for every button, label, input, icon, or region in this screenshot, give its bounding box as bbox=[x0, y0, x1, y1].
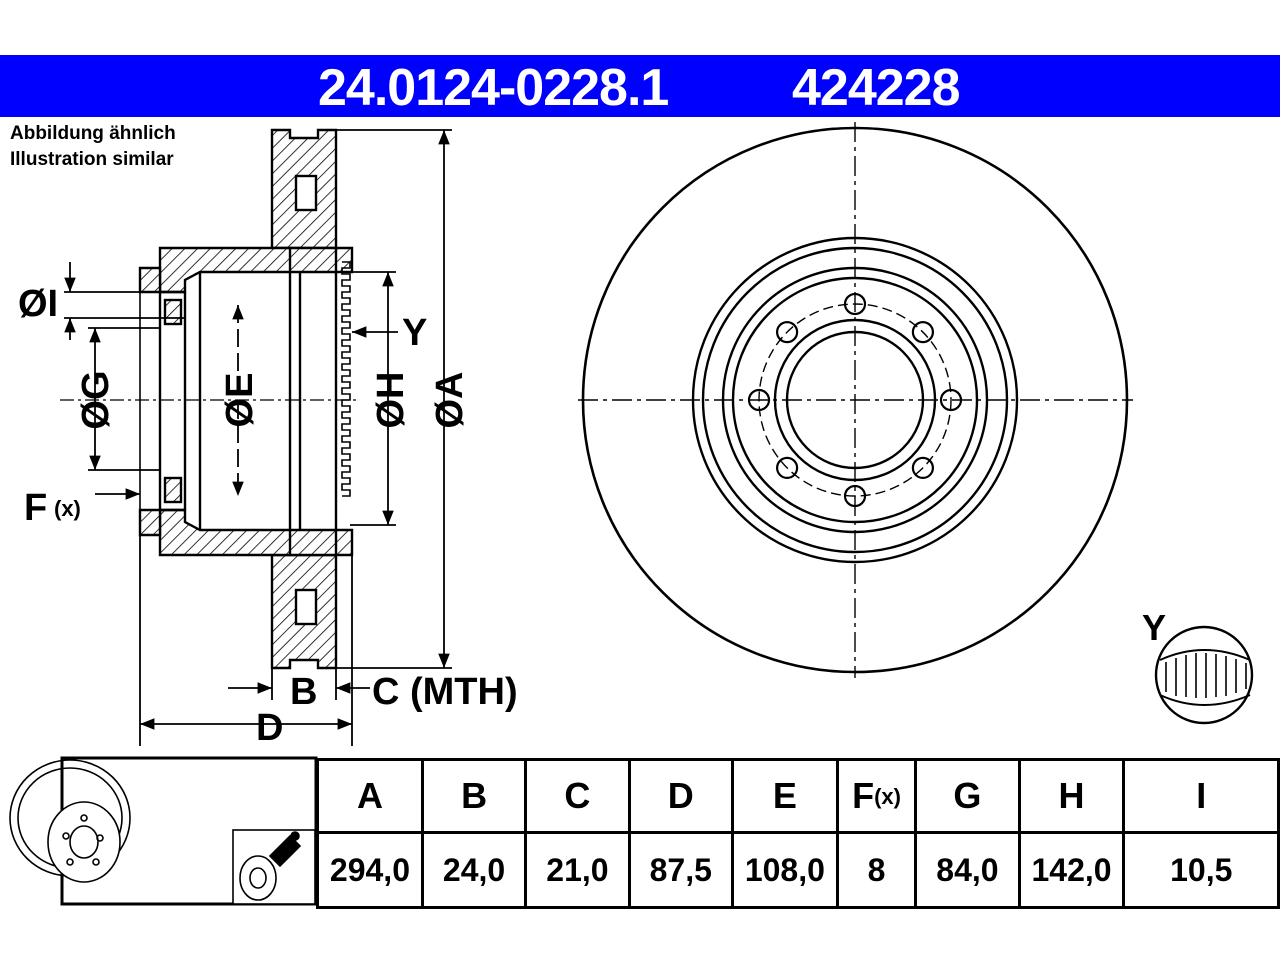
spec-label: B bbox=[461, 775, 488, 816]
spec-value-g: 84,0 bbox=[914, 831, 1021, 909]
vent-channel-upper bbox=[294, 174, 318, 212]
bolt-hole bbox=[911, 321, 935, 344]
spec-label: D bbox=[667, 775, 694, 816]
spec-header-b: B bbox=[420, 758, 528, 834]
spec-header-h: H bbox=[1017, 758, 1126, 834]
spec-header-d: D bbox=[627, 758, 734, 834]
spec-header-a: A bbox=[316, 758, 424, 834]
spec-header-c: C bbox=[524, 758, 631, 834]
bolt-hole bbox=[775, 456, 799, 479]
hub-section-lower bbox=[158, 508, 354, 557]
spec-value-f: 8 bbox=[835, 831, 918, 909]
spec-label: A bbox=[356, 775, 383, 816]
spec-label: F bbox=[852, 775, 875, 816]
label-dia-i: ØI bbox=[18, 283, 58, 325]
spec-label: H bbox=[1058, 775, 1085, 816]
spec-header-g: G bbox=[914, 758, 1021, 834]
reference-number: 424228 bbox=[792, 59, 961, 117]
label-y: Y bbox=[402, 312, 427, 354]
label-dia-h: ØH bbox=[370, 372, 412, 429]
tone-ring-teeth bbox=[341, 261, 351, 497]
hub-face-upper bbox=[138, 266, 162, 294]
spec-label: E bbox=[772, 775, 797, 816]
spec-value-e: 108,0 bbox=[730, 831, 839, 909]
spec-header-f: F(x) bbox=[835, 758, 918, 834]
bolt-hole bbox=[911, 456, 935, 479]
hub-face-lower bbox=[138, 508, 162, 537]
label-f-sub: (x) bbox=[54, 496, 81, 521]
spec-value-d: 87,5 bbox=[627, 831, 734, 909]
spec-value-h: 142,0 bbox=[1017, 831, 1126, 909]
spec-value-a: 294,0 bbox=[316, 831, 424, 909]
part-number: 24.0124-0228.1 bbox=[318, 59, 669, 117]
section-view bbox=[60, 128, 360, 670]
detail-y bbox=[1154, 625, 1254, 725]
illustration-note-en: Illustration similar bbox=[10, 149, 174, 170]
spec-label-sub: (x) bbox=[874, 784, 901, 809]
bolt-hole bbox=[775, 321, 799, 344]
label-d: D bbox=[256, 707, 283, 749]
spec-header-e: E bbox=[730, 758, 839, 834]
spec-value-c: 21,0 bbox=[524, 831, 631, 909]
spec-label: C bbox=[564, 775, 591, 816]
hub-section-upper bbox=[158, 246, 354, 294]
spec-label: I bbox=[1196, 775, 1207, 816]
dimension-lines bbox=[64, 129, 452, 746]
spec-header-i: I bbox=[1122, 758, 1280, 834]
title-bar: 24.0124-0228.1 424228 bbox=[0, 55, 1280, 117]
label-c: C (MTH) bbox=[372, 671, 518, 713]
bolt-holes bbox=[747, 292, 963, 508]
illustration-note-de: Abbildung ähnlich bbox=[10, 123, 176, 144]
spec-value-i: 10,5 bbox=[1122, 831, 1280, 909]
label-detail-y: Y bbox=[1142, 607, 1166, 648]
disc-thumbnail-icon bbox=[9, 759, 131, 883]
spray-clean-icon bbox=[232, 829, 316, 905]
vent-channel-lower bbox=[294, 588, 318, 626]
label-dia-a: ØA bbox=[429, 372, 471, 429]
spec-value-b: 24,0 bbox=[420, 831, 528, 909]
spec-label: G bbox=[953, 775, 982, 816]
front-view bbox=[578, 122, 1133, 678]
specs-header-row: A B C D E F(x) G H I bbox=[316, 758, 1280, 834]
label-dia-e: ØE bbox=[219, 373, 261, 428]
label-b: B bbox=[290, 671, 317, 713]
label-dia-g: ØG bbox=[75, 370, 117, 429]
label-f: F bbox=[24, 487, 47, 529]
